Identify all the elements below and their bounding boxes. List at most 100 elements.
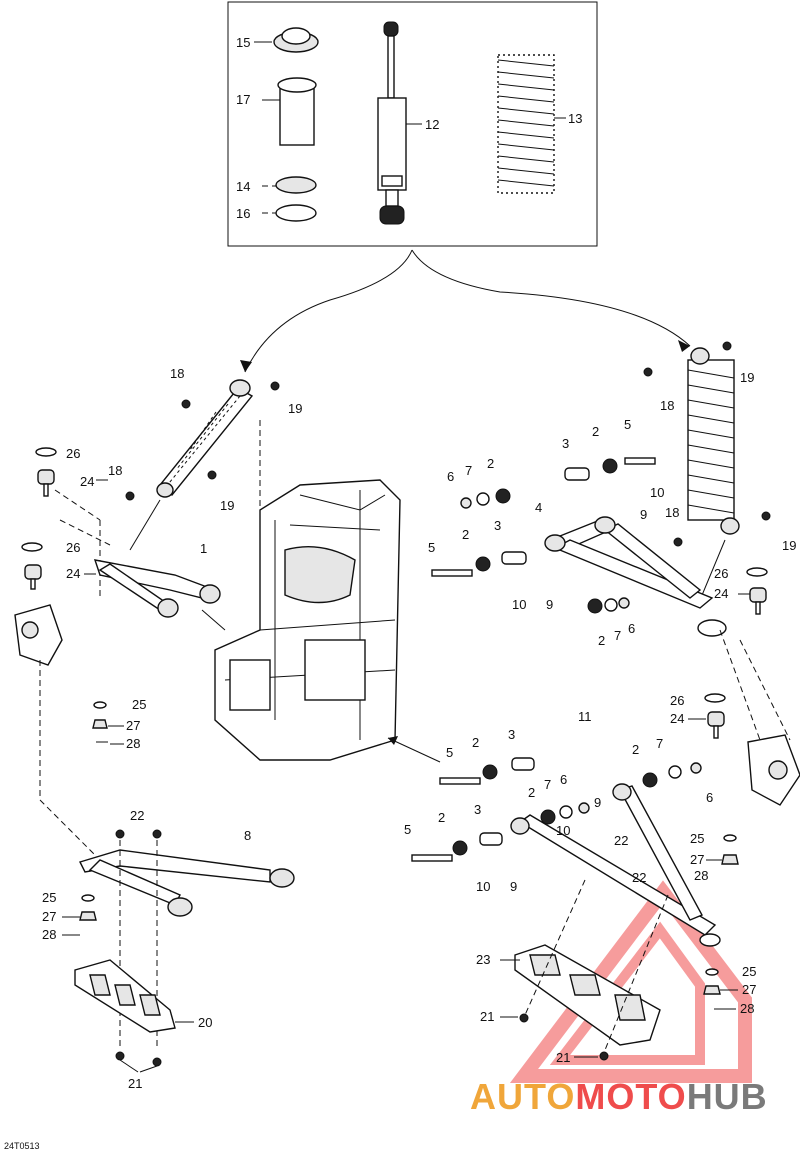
inset-arrow-left bbox=[244, 249, 413, 373]
upper-right-a-arm bbox=[544, 516, 727, 637]
label-6: 6 bbox=[447, 469, 454, 484]
label-19: 19 bbox=[288, 401, 302, 416]
label-2: 2 bbox=[438, 810, 445, 825]
ring-part bbox=[275, 176, 317, 194]
label-18: 18 bbox=[660, 398, 674, 413]
label-2: 2 bbox=[462, 527, 469, 542]
label-27: 27 bbox=[742, 982, 756, 997]
watermark-logo-triangle bbox=[509, 880, 752, 1083]
label-7: 7 bbox=[465, 463, 472, 478]
right-ball-joint-upper bbox=[746, 567, 768, 615]
label-6: 6 bbox=[560, 772, 567, 787]
label-26: 26 bbox=[670, 693, 684, 708]
label-17: 17 bbox=[236, 92, 250, 107]
right-steering-knuckle bbox=[747, 734, 800, 806]
label-5: 5 bbox=[404, 822, 411, 837]
right-skid-plate bbox=[514, 944, 661, 1046]
label-18: 18 bbox=[108, 463, 122, 478]
label-14: 14 bbox=[236, 179, 250, 194]
label-24: 24 bbox=[80, 474, 94, 489]
label-10: 10 bbox=[556, 823, 570, 838]
label-1: 1 bbox=[200, 541, 207, 556]
brand-auto: AUTO bbox=[470, 1076, 576, 1117]
label-22: 22 bbox=[130, 808, 144, 823]
label-9: 9 bbox=[594, 795, 601, 810]
label-19: 19 bbox=[740, 370, 754, 385]
label-5: 5 bbox=[446, 745, 453, 760]
lower-left-a-arm bbox=[79, 849, 295, 917]
inset-arrow-right bbox=[411, 249, 691, 347]
label-2: 2 bbox=[472, 735, 479, 750]
label-3: 3 bbox=[562, 436, 569, 451]
label-3: 3 bbox=[508, 727, 515, 742]
left-skid-plate bbox=[74, 959, 176, 1033]
coil-spring-part bbox=[497, 54, 555, 194]
label-22: 22 bbox=[614, 833, 628, 848]
left-hardware-stack bbox=[92, 701, 108, 743]
label-6: 6 bbox=[628, 621, 635, 636]
label-18: 18 bbox=[665, 505, 679, 520]
label-22: 22 bbox=[632, 870, 646, 885]
label-25: 25 bbox=[742, 964, 756, 979]
label-2: 2 bbox=[528, 785, 535, 800]
left-lower-hardware bbox=[79, 894, 97, 921]
label-9: 9 bbox=[510, 879, 517, 894]
lower-right-bushings bbox=[411, 757, 739, 865]
label-5: 5 bbox=[428, 540, 435, 555]
label-24: 24 bbox=[670, 711, 684, 726]
label-19: 19 bbox=[220, 498, 234, 513]
label-10: 10 bbox=[650, 485, 664, 500]
label-28: 28 bbox=[694, 868, 708, 883]
left-ball-joint-upper bbox=[35, 447, 57, 497]
left-shock-assembly bbox=[125, 379, 280, 501]
upper-right-bushings bbox=[431, 457, 656, 614]
label-15: 15 bbox=[236, 35, 250, 50]
label-2: 2 bbox=[632, 742, 639, 757]
label-25: 25 bbox=[42, 890, 56, 905]
label-2: 2 bbox=[598, 633, 605, 648]
label-16: 16 bbox=[236, 206, 250, 221]
left-ball-joint-lower bbox=[21, 542, 43, 590]
label-21: 21 bbox=[480, 1009, 494, 1024]
label-26: 26 bbox=[66, 540, 80, 555]
right-ball-joint-lower bbox=[704, 693, 726, 739]
label-9: 9 bbox=[546, 597, 553, 612]
label-2: 2 bbox=[487, 456, 494, 471]
left-steering-knuckle bbox=[14, 604, 63, 666]
label-11: 11 bbox=[578, 709, 592, 724]
label-2: 2 bbox=[592, 424, 599, 439]
callout-labels: 15 17 14 16 12 13 18 19 18 19 26 24 26 2… bbox=[42, 35, 796, 1091]
label-25: 25 bbox=[690, 831, 704, 846]
shock-absorber-part bbox=[377, 21, 407, 225]
sleeve-part bbox=[279, 84, 315, 146]
label-3: 3 bbox=[474, 802, 481, 817]
label-24: 24 bbox=[66, 566, 80, 581]
label-28: 28 bbox=[42, 927, 56, 942]
label-7: 7 bbox=[544, 777, 551, 792]
right-lower-hardware bbox=[703, 968, 721, 995]
label-23: 23 bbox=[476, 952, 490, 967]
label-8: 8 bbox=[244, 828, 251, 843]
label-21: 21 bbox=[556, 1050, 570, 1065]
label-10: 10 bbox=[512, 597, 526, 612]
label-9: 9 bbox=[640, 507, 647, 522]
label-7: 7 bbox=[614, 628, 621, 643]
vehicle-frame bbox=[214, 479, 401, 761]
label-20: 20 bbox=[198, 1015, 212, 1030]
lower-right-a-arm bbox=[510, 783, 721, 947]
diagram-code: 24T0513 bbox=[4, 1141, 40, 1151]
watermark-brand-text: AUTOMOTOHUB bbox=[470, 1076, 768, 1118]
shock-kit-inset bbox=[227, 1, 598, 247]
label-5: 5 bbox=[624, 417, 631, 432]
label-26: 26 bbox=[66, 446, 80, 461]
label-13: 13 bbox=[568, 111, 582, 126]
label-18: 18 bbox=[170, 366, 184, 381]
label-4: 4 bbox=[535, 500, 542, 515]
label-19: 19 bbox=[782, 538, 796, 553]
brand-hub: HUB bbox=[686, 1076, 768, 1117]
upper-left-a-arm bbox=[93, 559, 221, 618]
callout-leaders bbox=[62, 41, 750, 1058]
label-28: 28 bbox=[740, 1001, 754, 1016]
label-27: 27 bbox=[126, 718, 140, 733]
